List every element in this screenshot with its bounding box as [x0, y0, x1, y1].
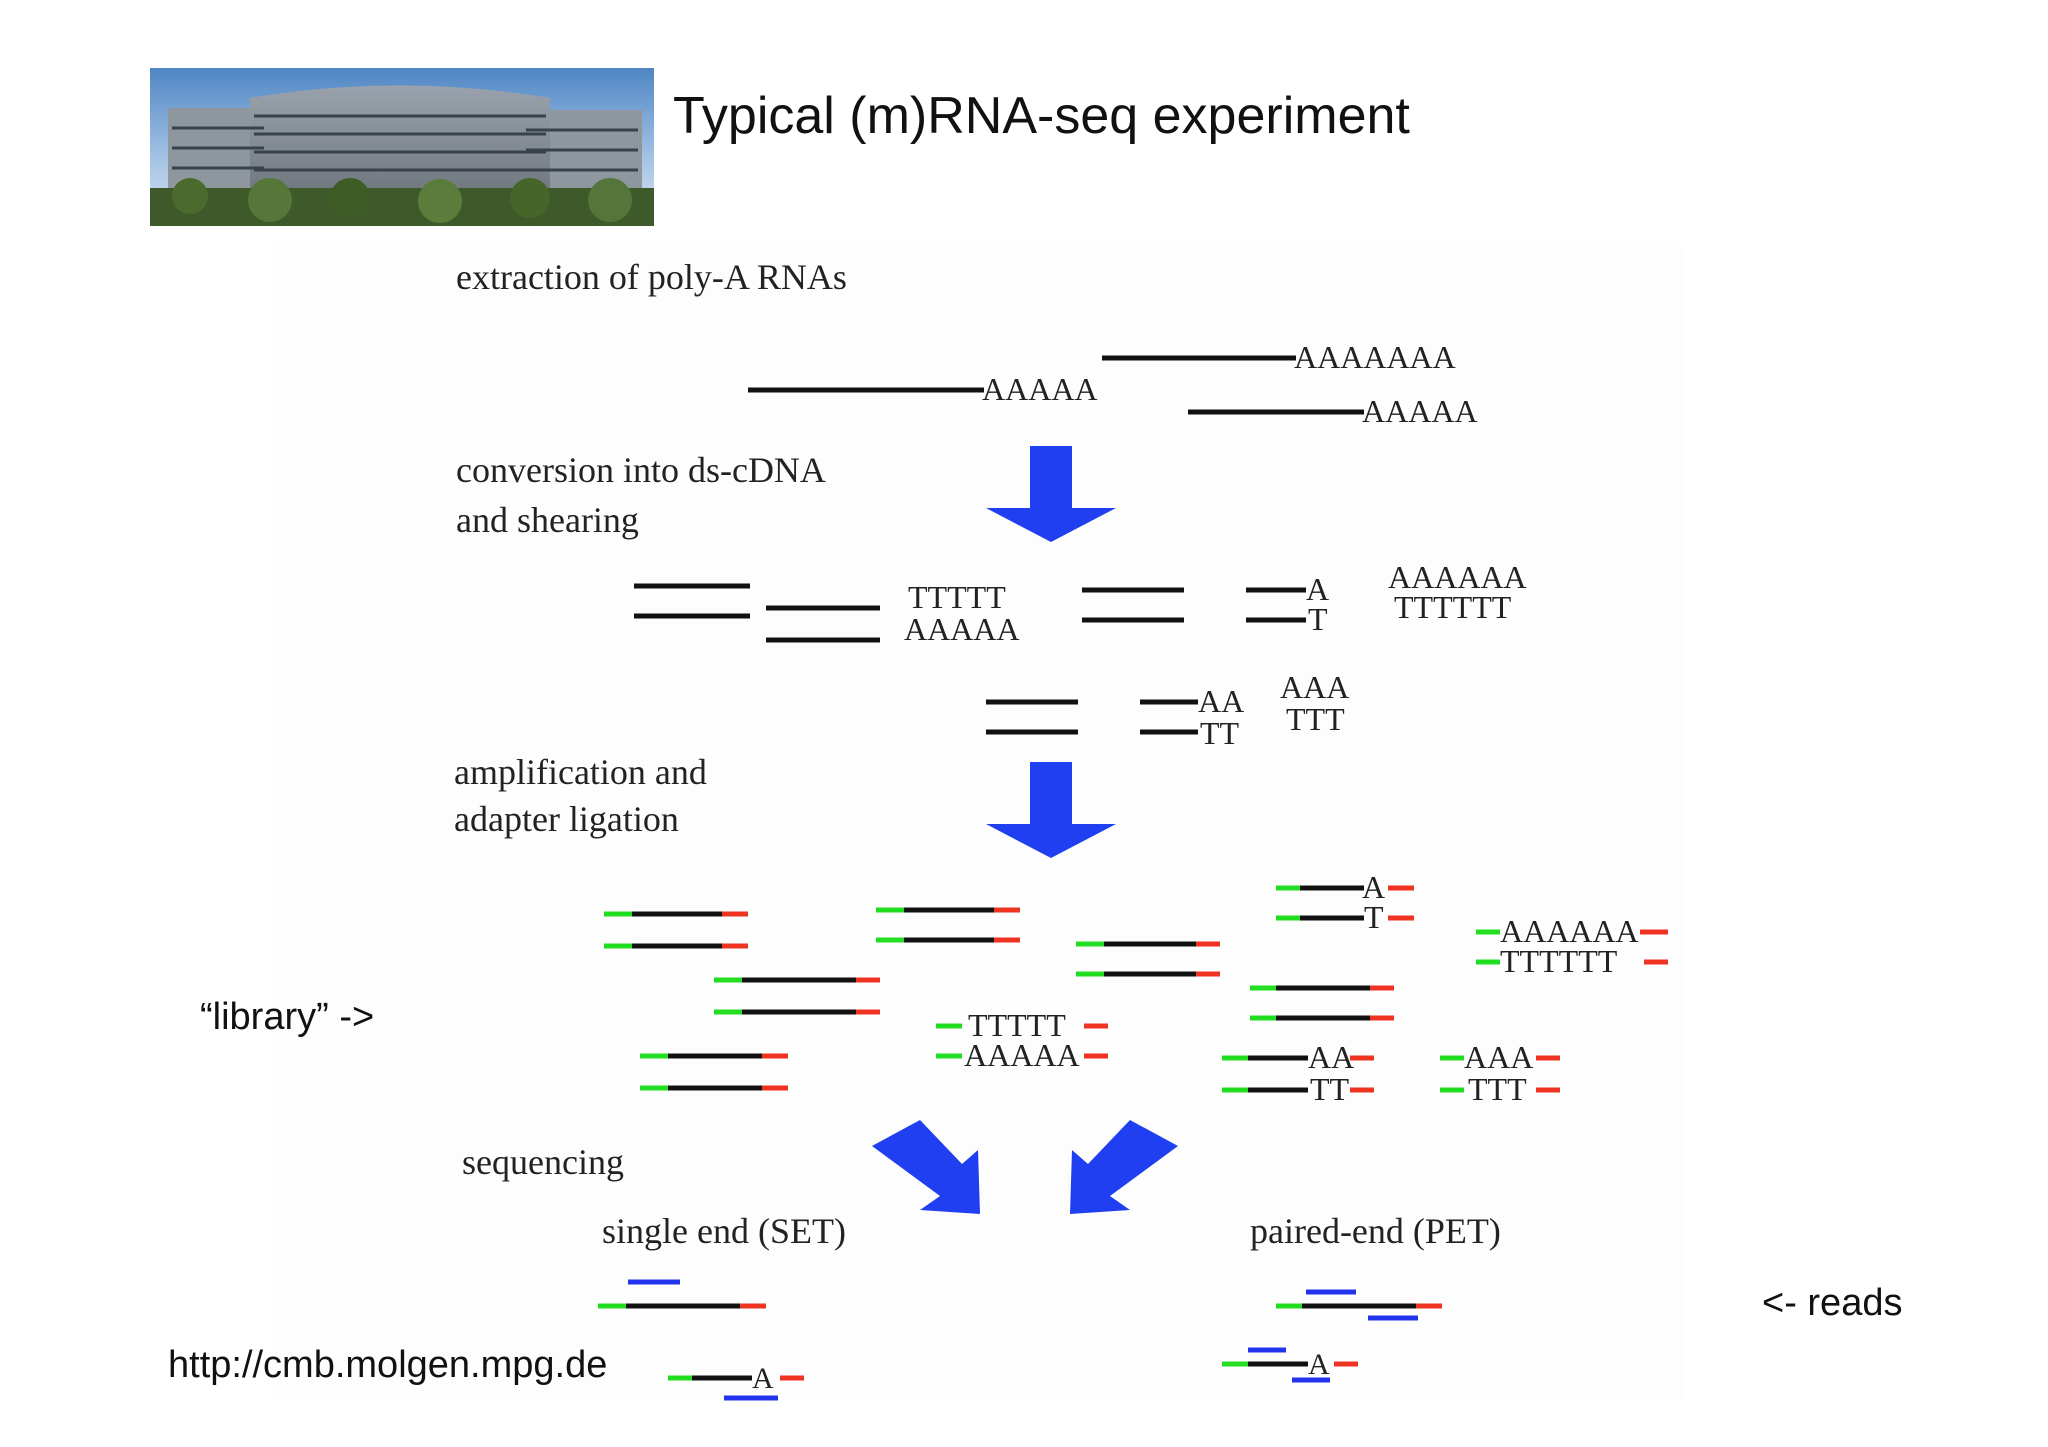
- cdna-label-t: T: [1308, 601, 1328, 637]
- library-label-aaa: AAA: [1464, 1039, 1533, 1075]
- cdna-fragments: [634, 583, 1306, 735]
- library-label: “library” ->: [200, 996, 375, 1038]
- step-sequencing-label: sequencing: [462, 1142, 624, 1182]
- library-fragment-3: [714, 977, 880, 1015]
- down-arrow-2: [986, 762, 1116, 858]
- rna-strands: [748, 355, 1364, 415]
- library-label-tttttt: TTTTTT: [1500, 943, 1618, 979]
- cdna-label-aaa: AAA: [1280, 669, 1349, 705]
- arrow-to-paired-end: [1070, 1120, 1178, 1214]
- library-label-aaaaa: AAAAA: [964, 1037, 1080, 1073]
- cdna-label-aa: AA: [1198, 683, 1244, 719]
- paired-end-reads: [1222, 1289, 1442, 1383]
- library-fragment-10: [1222, 1055, 1374, 1093]
- cdna-label-tt: TT: [1200, 715, 1240, 751]
- library-label-aa: AA: [1308, 1039, 1354, 1075]
- cdna-label-aaaaa: AAAAA: [904, 611, 1020, 647]
- slide-title: Typical (m)RNA-seq experiment: [673, 87, 1410, 145]
- arrow-to-single-end: [872, 1120, 980, 1214]
- source-url: http://cmb.molgen.mpg.de: [168, 1344, 608, 1386]
- library-fragments: [604, 885, 1668, 1093]
- step-conversion-label-line1: conversion into ds-cDNA: [456, 450, 826, 490]
- library-fragment-4: [1076, 941, 1220, 977]
- library-label-a: A: [1362, 869, 1385, 905]
- library-fragment-7: [1250, 985, 1394, 1021]
- step-amplification-label-line1: amplification and: [454, 752, 707, 792]
- reads-label: <- reads: [1762, 1282, 1903, 1324]
- cdna-label-ttt: TTT: [1286, 701, 1345, 737]
- single-end-reads: [598, 1279, 804, 1401]
- read-label-pet-a: A: [1308, 1348, 1330, 1381]
- read-label-set-a: A: [752, 1362, 774, 1395]
- library-fragment-2: [876, 907, 1020, 943]
- library-label-t: T: [1364, 899, 1384, 935]
- library-fragment-11: [1440, 1055, 1560, 1093]
- down-arrow-1: [986, 446, 1116, 542]
- library-fragment-5: [1276, 885, 1414, 921]
- step-extraction-label: extraction of poly-A RNAs: [456, 257, 847, 297]
- single-end-label: single end (SET): [602, 1211, 846, 1251]
- cdna-label-a: A: [1306, 571, 1329, 607]
- step-conversion-label-line2: and shearing: [456, 500, 639, 540]
- library-fragment-8: [640, 1053, 788, 1091]
- library-fragment-6: [1476, 929, 1668, 965]
- library-label-ttt: TTT: [1468, 1071, 1527, 1107]
- cdna-label-ttttt: TTTTT: [908, 579, 1006, 615]
- cdna-label-aaaaaa: AAAAAA: [1388, 559, 1527, 595]
- step-amplification-label-line2: adapter ligation: [454, 799, 679, 839]
- library-fragment-1: [604, 911, 748, 949]
- library-label-aaaaaa: AAAAAA: [1500, 913, 1639, 949]
- library-label-ttttt: TTTTT: [968, 1007, 1066, 1043]
- rna-tail-2: AAAAA: [982, 371, 1098, 407]
- library-fragment-9: [936, 1023, 1108, 1059]
- cdna-label-tttttt: TTTTTT: [1394, 589, 1512, 625]
- rna-tail-3: AAAAA: [1362, 393, 1478, 429]
- rna-tail-1: AAAAAAA: [1294, 339, 1456, 375]
- paired-end-label: paired-end (PET): [1250, 1211, 1501, 1251]
- building-photo: [150, 68, 654, 226]
- library-label-tt: TT: [1310, 1071, 1350, 1107]
